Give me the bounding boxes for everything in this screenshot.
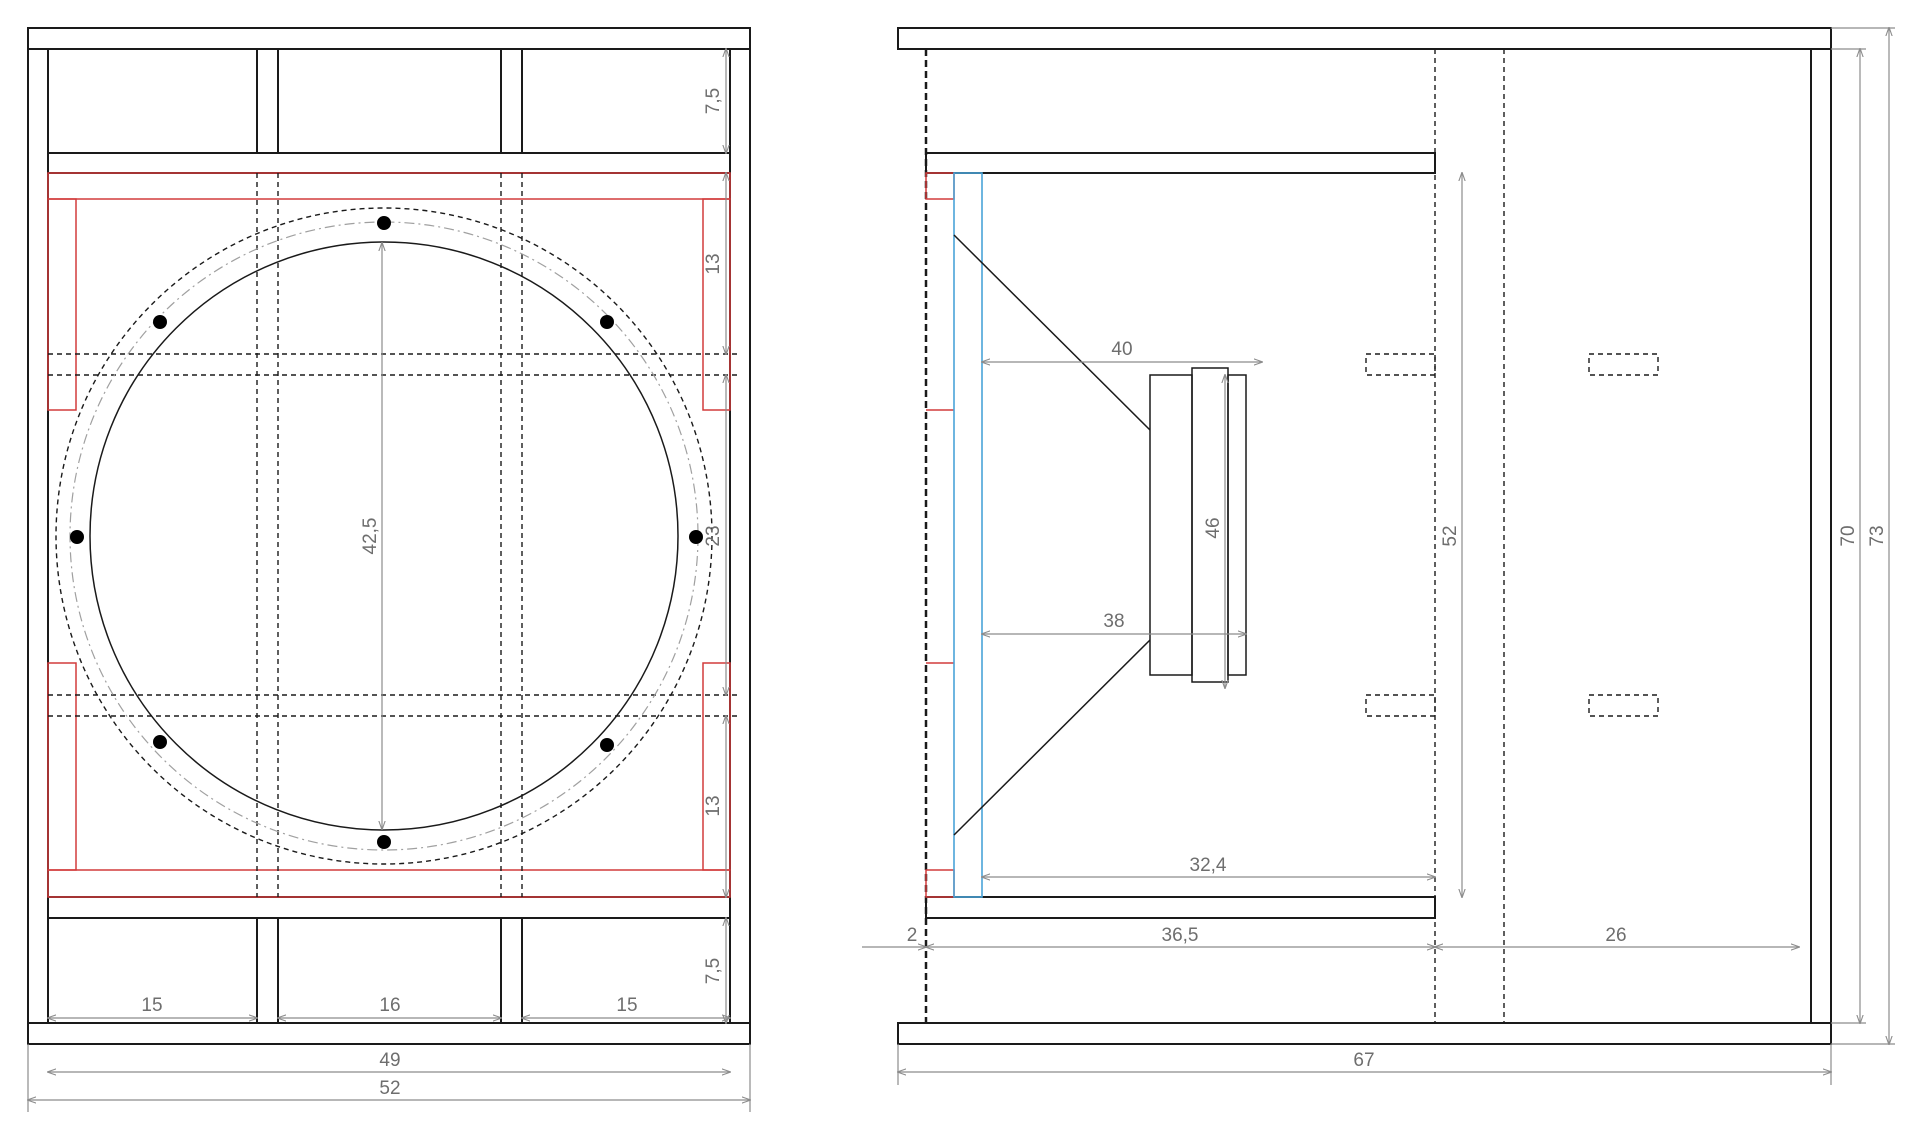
front-left-panel xyxy=(27,48,49,1024)
front-right-panel xyxy=(729,48,751,1024)
side-red-bottom xyxy=(925,869,955,898)
front-red-side-ul xyxy=(47,198,77,411)
front-red-side-ll xyxy=(47,662,77,871)
dim-cutout-diameter: 42,5 xyxy=(360,518,381,555)
dim-magnet-height: 46 xyxy=(1203,517,1224,538)
front-top-brace-right xyxy=(500,48,523,154)
bolt-hole-ne xyxy=(600,315,614,329)
dim-outer-depth: 67 xyxy=(1353,1050,1374,1071)
dim-depth-32-4: 32,4 xyxy=(1190,855,1227,876)
front-top-panel xyxy=(27,27,751,50)
bolt-hole-sw xyxy=(153,735,167,749)
dim-lower-gap: 13 xyxy=(703,795,724,816)
side-bracket-ur xyxy=(1588,353,1659,376)
dim-inner-height: 70 xyxy=(1838,525,1859,546)
side-upper-shelf xyxy=(925,152,1436,174)
driver-cone-bottom xyxy=(953,639,1151,836)
dim-center-bay: 16 xyxy=(379,995,400,1016)
side-baffle xyxy=(953,172,983,898)
dim-baffle-height: 52 xyxy=(1440,525,1461,546)
front-top-brace-left xyxy=(256,48,279,154)
driver-frame xyxy=(1149,374,1193,676)
driver-cutout-circle xyxy=(89,241,679,831)
dim-front-offset: 2 xyxy=(907,925,918,946)
side-bracket-lr xyxy=(1588,694,1659,717)
dim-bottom-brace-offset: 7,5 xyxy=(703,958,724,984)
side-lower-shelf xyxy=(925,896,1436,919)
dim-depth-38: 38 xyxy=(1103,611,1124,632)
dim-middle-gap: 23 xyxy=(703,525,724,546)
driver-back-plate xyxy=(1227,374,1247,676)
dim-rear-chamber-depth: 26 xyxy=(1605,925,1626,946)
front-red-brace-top xyxy=(47,172,731,200)
bolt-hole-east xyxy=(689,530,703,544)
dim-top-brace-offset: 7,5 xyxy=(703,88,724,114)
front-bottom-brace-right xyxy=(500,917,523,1024)
dim-right-bay: 15 xyxy=(616,995,637,1016)
bolt-hole-west xyxy=(70,530,84,544)
bolt-hole-top xyxy=(377,216,391,230)
side-red-top xyxy=(925,172,955,200)
dim-inner-width: 49 xyxy=(379,1050,400,1071)
side-rear-panel xyxy=(1810,48,1832,1024)
dim-upper-gap: 13 xyxy=(703,253,724,274)
dim-depth-40: 40 xyxy=(1111,339,1132,360)
front-upper-shelf xyxy=(47,152,731,174)
front-view: 42,5 7,5 13 23 13 7,5 15 16 15 49 52 xyxy=(27,27,751,1112)
front-lower-shelf xyxy=(47,896,731,919)
side-bracket-ll xyxy=(1365,694,1436,717)
bolt-hole-se xyxy=(600,738,614,752)
dim-left-bay: 15 xyxy=(141,995,162,1016)
front-red-side-ur xyxy=(702,198,731,411)
front-red-side-lr xyxy=(702,662,731,871)
side-bracket-ul xyxy=(1365,353,1436,376)
driver-outer-circle xyxy=(55,207,713,865)
dim-outer-width: 52 xyxy=(379,1078,400,1099)
dim-front-chamber-depth: 36,5 xyxy=(1162,925,1199,946)
side-top-panel xyxy=(897,27,1832,50)
bolt-hole-bottom xyxy=(377,835,391,849)
side-bottom-panel xyxy=(897,1022,1832,1045)
bolt-hole-nw xyxy=(153,315,167,329)
front-red-brace-bottom xyxy=(47,869,731,898)
dim-outer-height: 73 xyxy=(1867,525,1888,546)
front-bottom-brace-left xyxy=(256,917,279,1024)
side-view: 40 38 46 52 32,4 2 36,5 26 70 73 67 xyxy=(862,27,1895,1085)
driver-cone-top xyxy=(953,234,1151,431)
front-bottom-panel xyxy=(27,1022,751,1045)
